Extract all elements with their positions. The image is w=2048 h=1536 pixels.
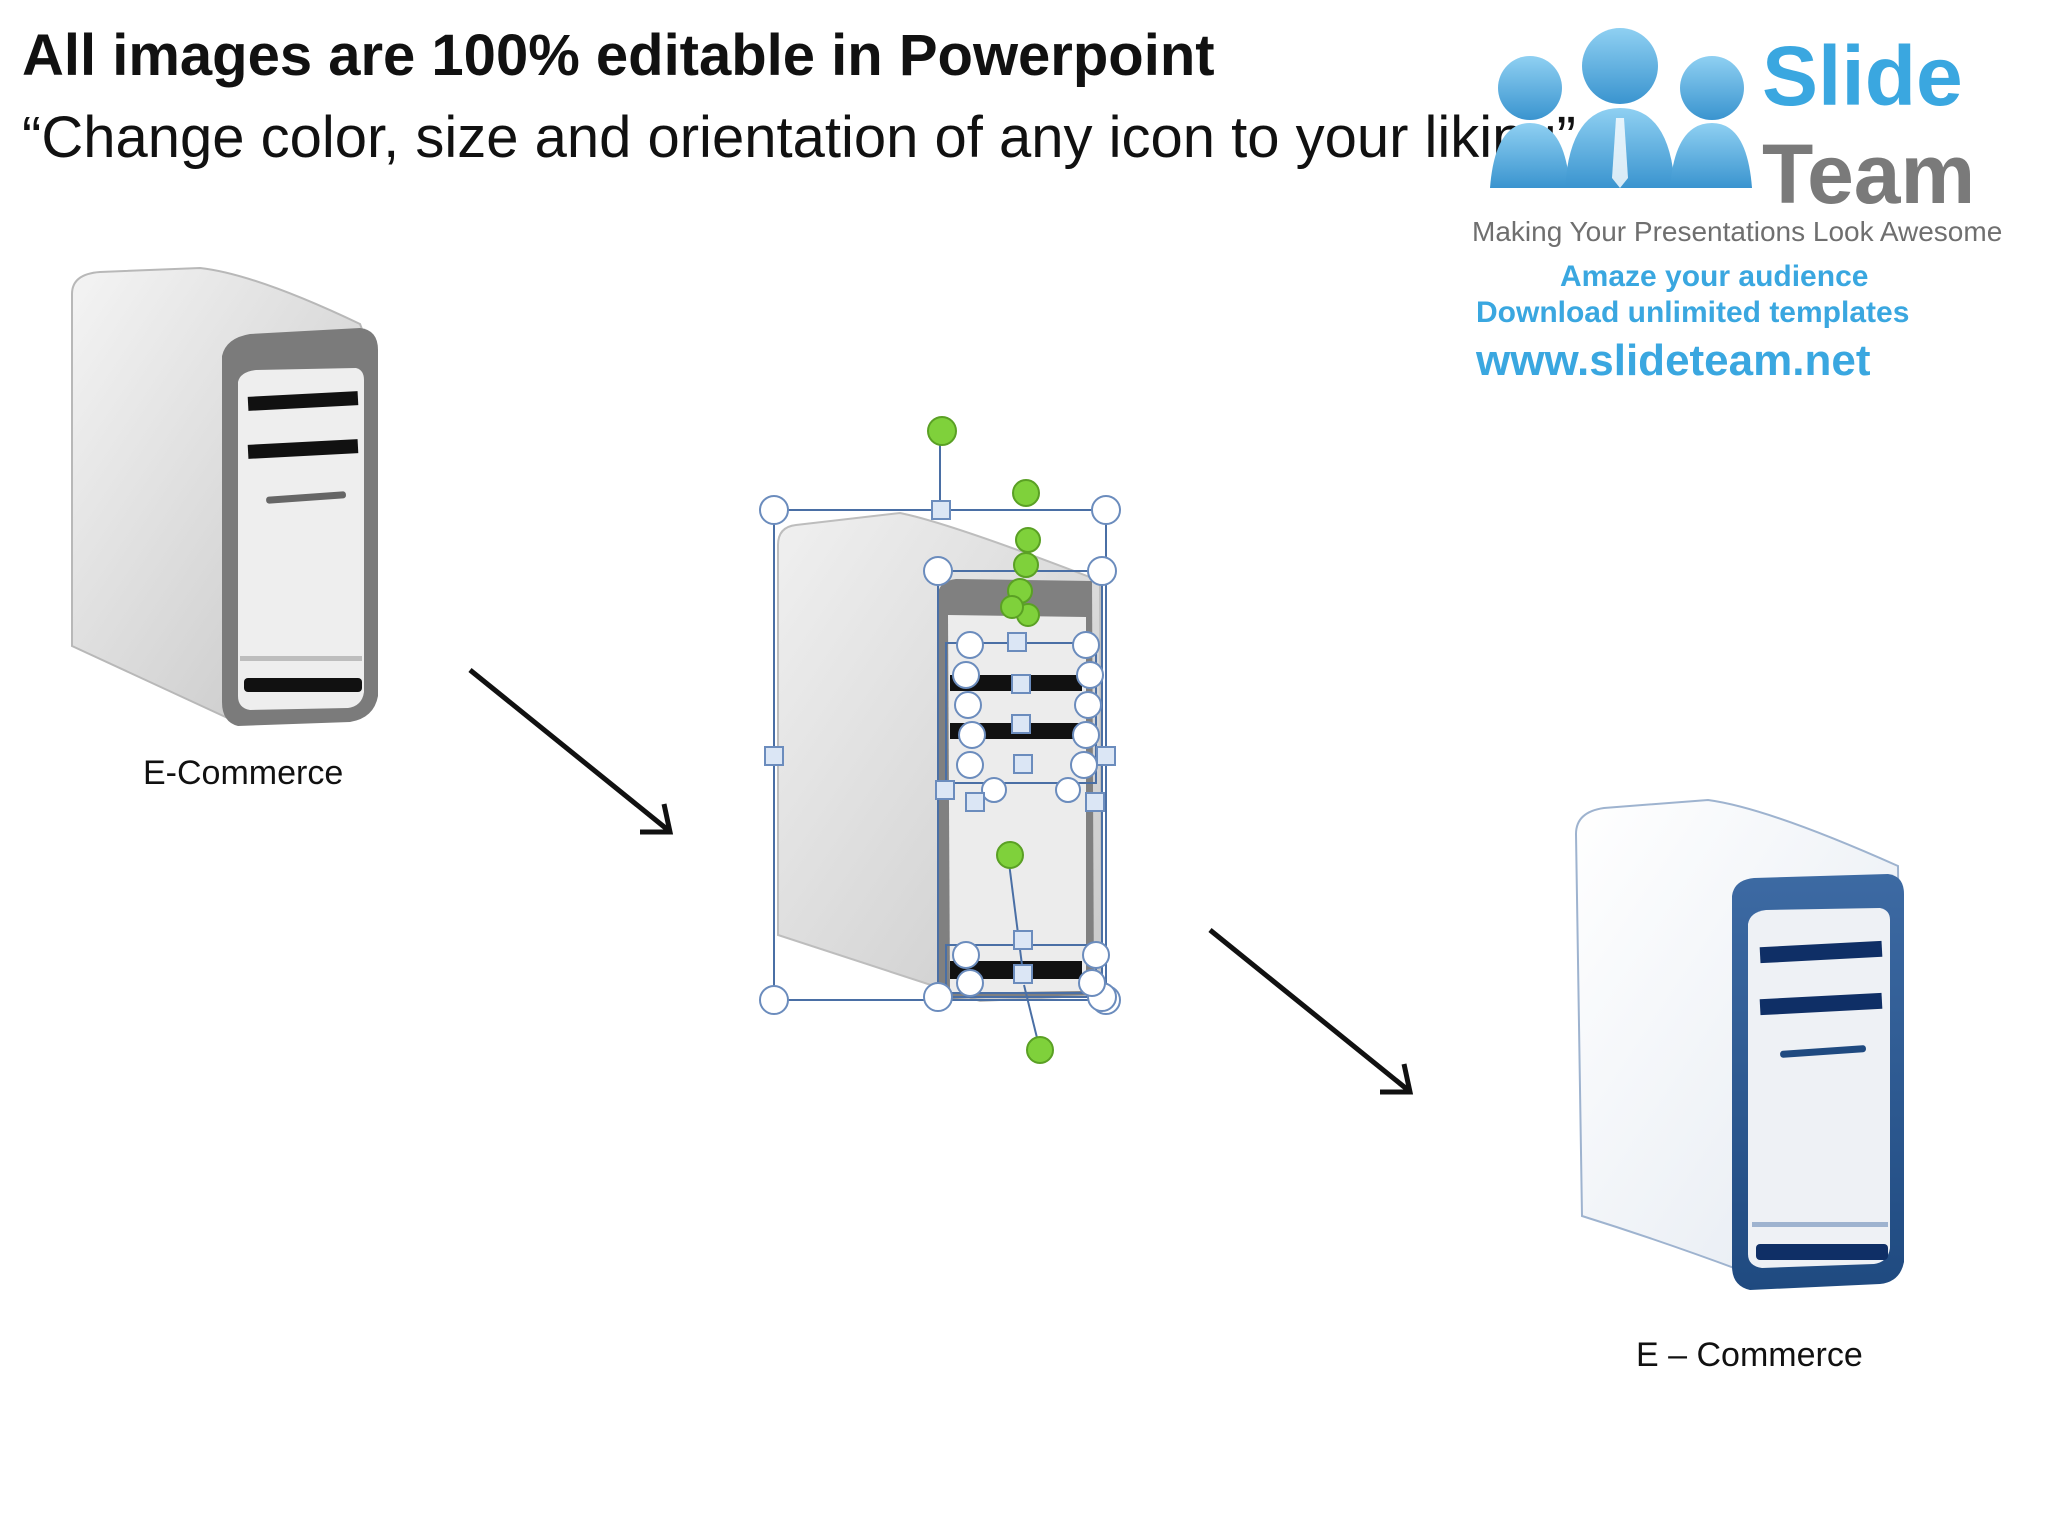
server-icon-gray[interactable] bbox=[60, 266, 380, 746]
logo-url: www.slideteam.net bbox=[1476, 336, 1871, 385]
logo-brand-bottom: Team bbox=[1762, 127, 1976, 221]
server-icon-blue[interactable] bbox=[1568, 796, 1908, 1296]
logo-tagline: Making Your Presentations Look Awesome bbox=[1472, 216, 2003, 247]
server-label-right: E – Commerce bbox=[1636, 1336, 1863, 1374]
arrow-icon bbox=[468, 668, 674, 835]
arrow-icon bbox=[1208, 928, 1414, 1095]
logo-line1: Amaze your audience bbox=[1560, 260, 1869, 293]
slide-subtitle: “Change color, size and orientation of a… bbox=[22, 105, 1576, 170]
server-icon-selected[interactable] bbox=[750, 405, 1121, 1064]
logo-line2: Download unlimited templates bbox=[1476, 296, 1910, 329]
slideteam-logo: Slide Team Making Your Presentations Loo… bbox=[1470, 18, 2030, 385]
logo-brand-top: Slide bbox=[1762, 29, 1963, 123]
server-label-left: E-Commerce bbox=[143, 754, 344, 792]
people-logo-icon bbox=[1490, 28, 1752, 188]
slide-title: All images are 100% editable in Powerpoi… bbox=[22, 23, 1215, 88]
